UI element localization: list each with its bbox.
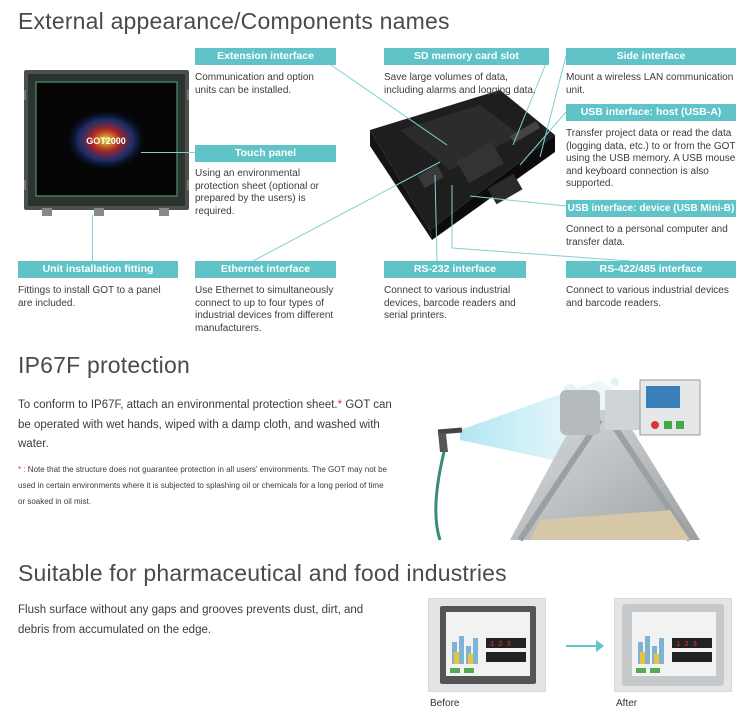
before-panel-image: 1 2 3 <box>428 598 546 692</box>
screen-logo: GOT2000 <box>86 136 126 146</box>
after-panel-image: 1 2 3 <box>614 598 732 692</box>
desc-usb-device: Connect to a personal computer and trans… <box>566 224 728 248</box>
section-title-components: External appearance/Components names <box>18 8 450 34</box>
desc-extension-interface: Communication and option units can be in… <box>195 72 314 96</box>
tag-usb-host: USB interface: host (USB-A) <box>566 104 736 121</box>
asterisk-mark: * <box>337 399 343 411</box>
tag-rs232-interface: RS-232 interface <box>384 261 526 278</box>
tag-sd-slot: SD memory card slot <box>384 48 549 65</box>
section-title-industries: Suitable for pharmaceutical and food ind… <box>18 560 507 586</box>
line-mount <box>92 215 93 261</box>
got-front-image: GOT2000 <box>24 70 189 216</box>
desc-sd-slot: Save large volumes of data, including al… <box>384 72 536 96</box>
desc-side-interface: Mount a wireless LAN communication unit. <box>566 72 734 96</box>
tag-side-interface: Side interface <box>566 48 736 65</box>
arrow-icon <box>566 640 604 652</box>
industries-body: Flush surface without any gaps and groov… <box>18 604 364 636</box>
desc-touch-panel: Using an environmental protection sheet … <box>195 168 319 217</box>
washing-illustration <box>434 378 701 542</box>
desc-ethernet-interface: Use Ethernet to simultaneously connect t… <box>195 285 334 334</box>
desc-rs422-interface: Connect to various industrial devices an… <box>566 285 729 309</box>
line-touch <box>141 152 196 153</box>
ip67f-body: To conform to IP67F, attach an environme… <box>18 396 398 455</box>
note-mark: * : <box>18 465 26 474</box>
ip67f-body-line1: To conform to IP67F, attach an environme… <box>18 399 338 411</box>
desc-unit-installation-fitting: Fittings to install GOT to a panel are i… <box>18 285 161 309</box>
ip67f-note: * : Note that the structure does not gua… <box>18 462 390 510</box>
tag-ethernet-interface: Ethernet interface <box>195 261 336 278</box>
after-caption: After <box>616 698 638 709</box>
tag-touch-panel: Touch panel <box>195 145 336 162</box>
note-text: Note that the structure does not guarant… <box>18 465 388 506</box>
tag-extension-interface: Extension interface <box>195 48 336 65</box>
tag-rs422-interface: RS-422/485 interface <box>566 261 736 278</box>
before-caption: Before <box>430 698 460 709</box>
desc-usb-host: Transfer project data or read the data (… <box>566 128 736 189</box>
tag-usb-device: USB interface: device (USB Mini-B) <box>566 200 736 217</box>
ip67f-body-line2: GOT can be operated with wet hands, wipe… <box>18 399 392 450</box>
svg-text:1 2 3: 1 2 3 <box>490 641 511 649</box>
section-title-ip67f: IP67F protection <box>18 352 190 378</box>
svg-text:1 2 3: 1 2 3 <box>676 641 697 649</box>
tag-unit-installation-fitting: Unit installation fitting <box>18 261 178 278</box>
desc-rs232-interface: Connect to various industrial devices, b… <box>384 285 516 321</box>
